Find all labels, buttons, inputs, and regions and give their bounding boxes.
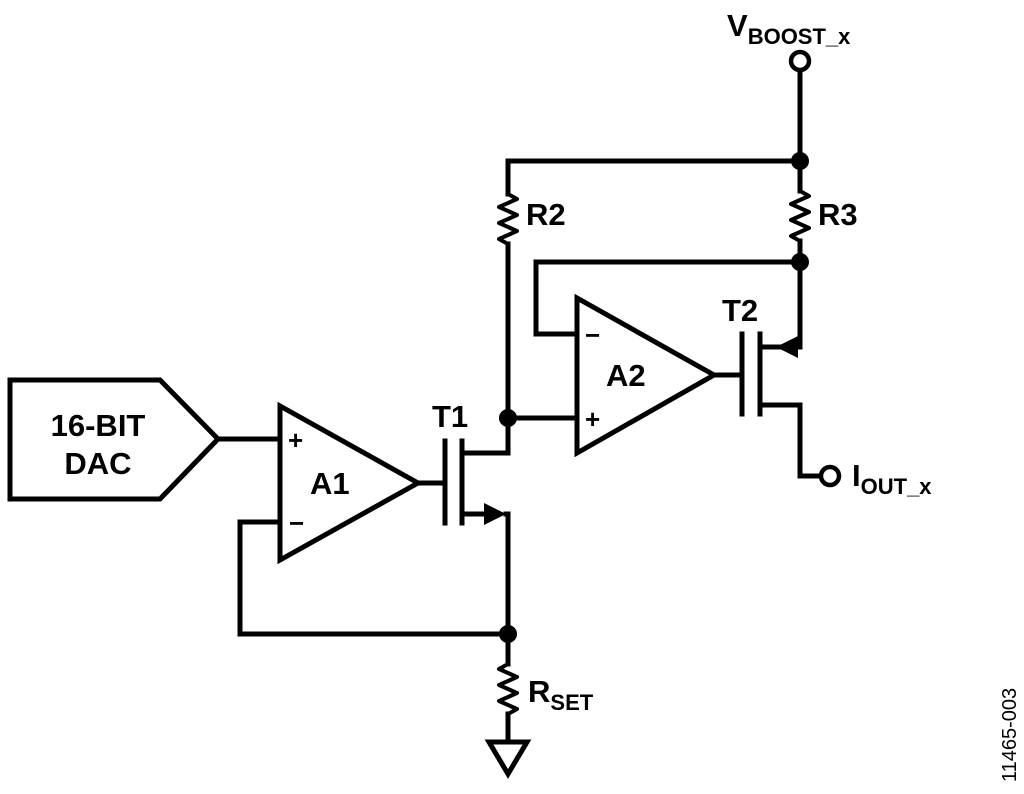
r3-label: R3: [818, 197, 858, 232]
resistor-rset: RSET: [497, 631, 594, 743]
wire-a1-feedback: [237, 519, 511, 637]
figure-id: 11465-003: [999, 688, 1021, 782]
a1-plus-sign: +: [288, 425, 303, 455]
r2-label: R2: [526, 197, 566, 232]
transistor-t1: T1: [432, 399, 511, 637]
t2-source-arrow-icon: [776, 336, 798, 358]
iout-label: IOUT_x: [852, 458, 932, 499]
a2-plus-sign: +: [585, 404, 600, 434]
t1-emitter-arrow-icon: [484, 503, 506, 525]
t2-label: T2: [722, 293, 758, 328]
junction-dot: [499, 409, 517, 427]
a1-minus-sign: −: [289, 508, 304, 538]
junction-dot: [499, 625, 517, 643]
junction-dot: [791, 152, 809, 170]
rset-label: RSET: [528, 674, 594, 715]
t1-label: T1: [432, 399, 468, 434]
dac-label-line1: 16-BIT: [51, 408, 146, 443]
a2-label: A2: [606, 358, 646, 393]
vboost-terminal: [788, 49, 812, 73]
junction-dot: [791, 253, 809, 271]
resistor-r3: R3: [789, 68, 858, 265]
amplifier-a1: + − A1: [277, 401, 424, 565]
iout-terminal: [818, 464, 842, 488]
dac-block: 16-BIT DAC: [7, 377, 222, 502]
resistor-r2: R2: [497, 158, 803, 421]
ground-icon: [484, 739, 532, 779]
a1-label: A1: [310, 466, 350, 501]
transistor-t2: T2: [722, 259, 823, 479]
wire-a2-feedback: [533, 259, 803, 337]
a2-minus-sign: −: [585, 320, 600, 350]
amplifier-a2: − + A2: [574, 293, 720, 458]
vboost-label: VBOOST_x: [727, 8, 851, 49]
dac-label-line2: DAC: [64, 446, 131, 481]
